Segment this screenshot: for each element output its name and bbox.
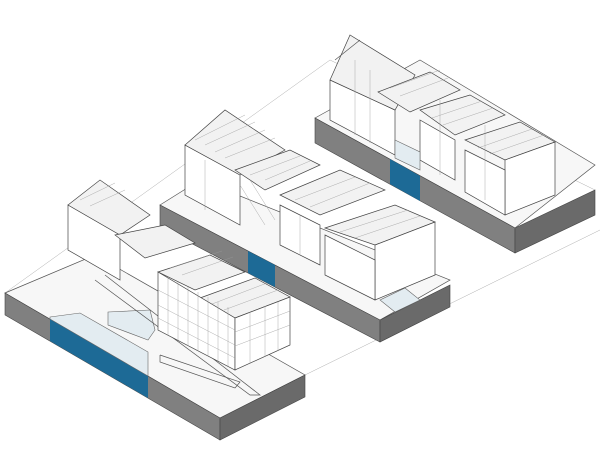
water-strip xyxy=(50,319,148,398)
pool-small xyxy=(107,309,156,341)
building-front-left xyxy=(67,179,291,396)
slab-front-left xyxy=(4,254,306,441)
building-back-right xyxy=(329,34,556,216)
water-strip xyxy=(390,159,420,201)
pool xyxy=(49,312,149,377)
slab-side-right xyxy=(219,374,306,441)
slab-side-right xyxy=(379,284,451,343)
slab-side-right xyxy=(514,189,596,254)
building-middle xyxy=(184,109,436,301)
water-strip xyxy=(248,251,275,287)
